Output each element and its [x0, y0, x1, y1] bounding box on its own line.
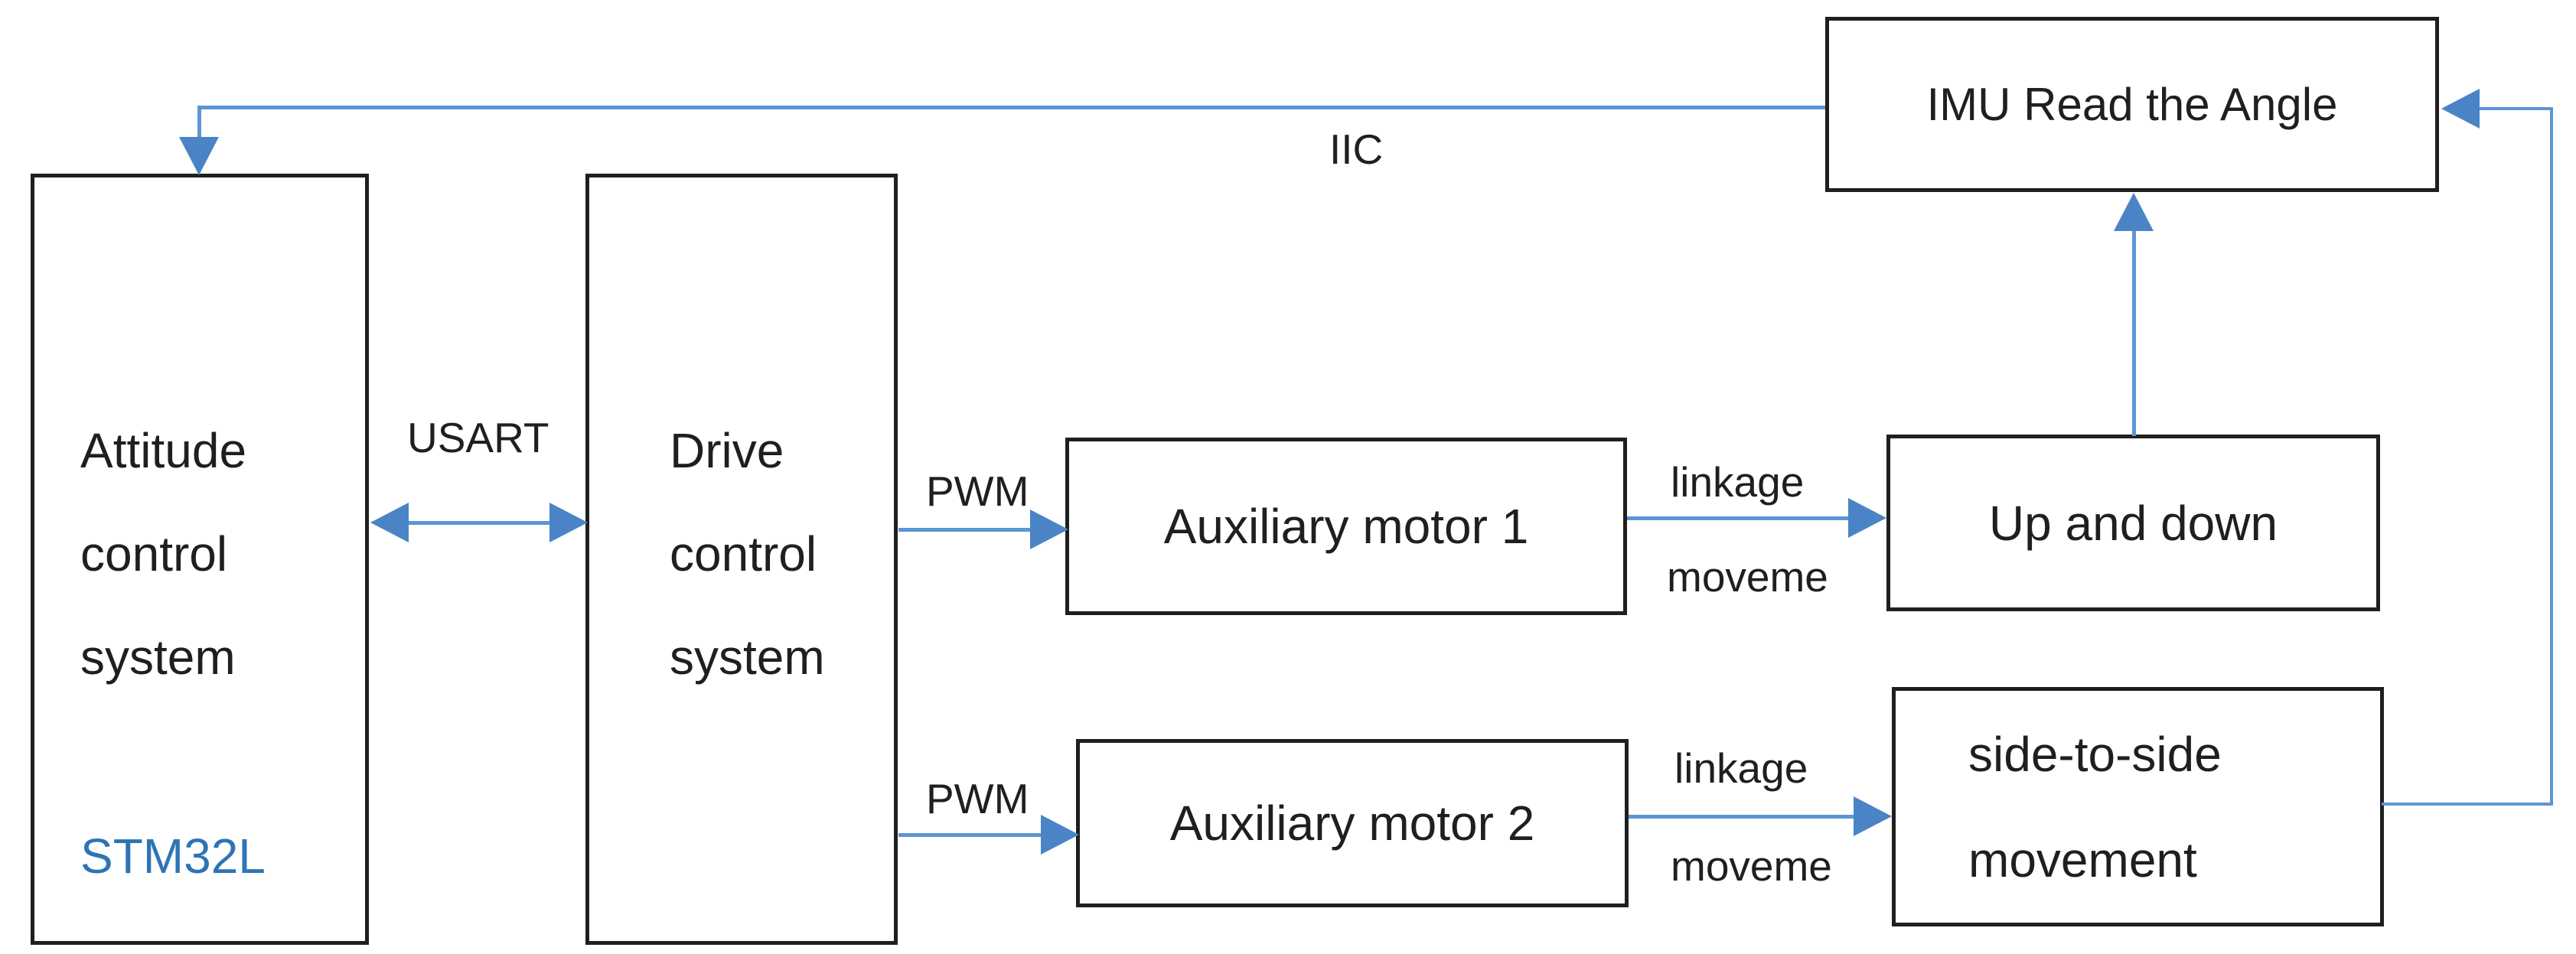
attitude-line-2: control [80, 526, 228, 581]
drive-box-text: Drive control system [670, 399, 825, 709]
arrowhead-left-icon [2441, 89, 2480, 129]
side-to-side-line-1: side-to-side [1968, 726, 2222, 782]
pwm1-connector-line [898, 528, 1038, 532]
arrowhead-right-icon [1848, 498, 1886, 538]
loop-vertical-line [2550, 107, 2553, 806]
drive-control-system-box: Drive control system [585, 174, 898, 945]
loop-top-horizontal-line [2473, 107, 2553, 110]
auxiliary-motor-2-box: Auxiliary motor 2 [1076, 739, 1629, 907]
imu-read-angle-label: IMU Read the Angle [1926, 79, 2338, 130]
arrowhead-up-icon [2114, 193, 2154, 231]
arrowhead-right-icon [1854, 796, 1892, 836]
pwm1-label: PWM [926, 467, 1029, 515]
arrowhead-left-icon [370, 503, 409, 542]
attitude-box-text: Attitude control system [80, 399, 246, 709]
linkage2-bottom-label: moveme [1671, 842, 1832, 890]
auxiliary-motor-1-box: Auxiliary motor 1 [1065, 438, 1627, 615]
drive-line-1: Drive [670, 423, 784, 478]
linkage2-connector-line [1629, 815, 1858, 819]
attitude-line-3: system [80, 630, 236, 685]
imu-read-angle-box: IMU Read the Angle [1825, 17, 2439, 192]
iic-label: IIC [1329, 125, 1384, 173]
drive-line-3: system [670, 630, 825, 685]
drive-line-2: control [670, 526, 817, 581]
arrowhead-right-icon [549, 503, 588, 542]
pwm2-connector-line [898, 833, 1041, 837]
iic-connector-vertical-line [197, 106, 201, 140]
loop-bottom-horizontal-line [2382, 803, 2553, 806]
linkage2-top-label: linkage [1674, 744, 1808, 792]
auxiliary-motor-1-label: Auxiliary motor 1 [1163, 499, 1529, 554]
linkage1-connector-line [1627, 516, 1853, 520]
attitude-control-system-box: Attitude control system STM32L [31, 174, 369, 945]
arrowhead-down-icon [179, 137, 219, 175]
arrowhead-right-icon [1041, 815, 1079, 855]
side-to-side-line-2: movement [1968, 832, 2197, 887]
arrowhead-right-icon [1030, 510, 1068, 549]
usart-connector-line [404, 521, 551, 525]
auxiliary-motor-2-label: Auxiliary motor 2 [1169, 796, 1535, 851]
linkage1-bottom-label: moveme [1667, 553, 1828, 601]
attitude-line-1: Attitude [80, 423, 247, 478]
usart-label: USART [407, 414, 549, 461]
side-to-side-movement-box: side-to-side movement [1892, 687, 2384, 926]
updown-to-imu-connector-line [2132, 228, 2136, 436]
stm32l-chip-label: STM32L [80, 829, 266, 884]
linkage1-top-label: linkage [1671, 458, 1805, 506]
up-and-down-label: Up and down [1988, 495, 2278, 551]
up-and-down-box: Up and down [1886, 435, 2380, 611]
pwm2-label: PWM [926, 775, 1029, 822]
iic-connector-horizontal-line [199, 106, 1825, 109]
